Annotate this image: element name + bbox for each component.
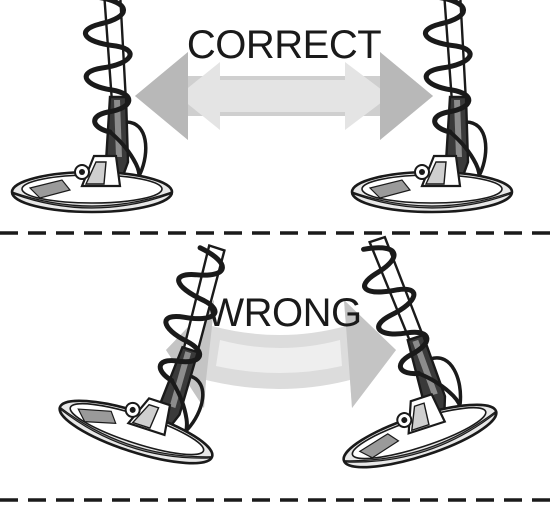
wrong-label: WRONG bbox=[206, 291, 361, 335]
wrong-panel: WRONG bbox=[54, 217, 503, 480]
correct-panel: CORRECT bbox=[12, 0, 512, 212]
double-arrow-icon bbox=[135, 52, 433, 140]
correct-label: CORRECT bbox=[187, 23, 381, 67]
